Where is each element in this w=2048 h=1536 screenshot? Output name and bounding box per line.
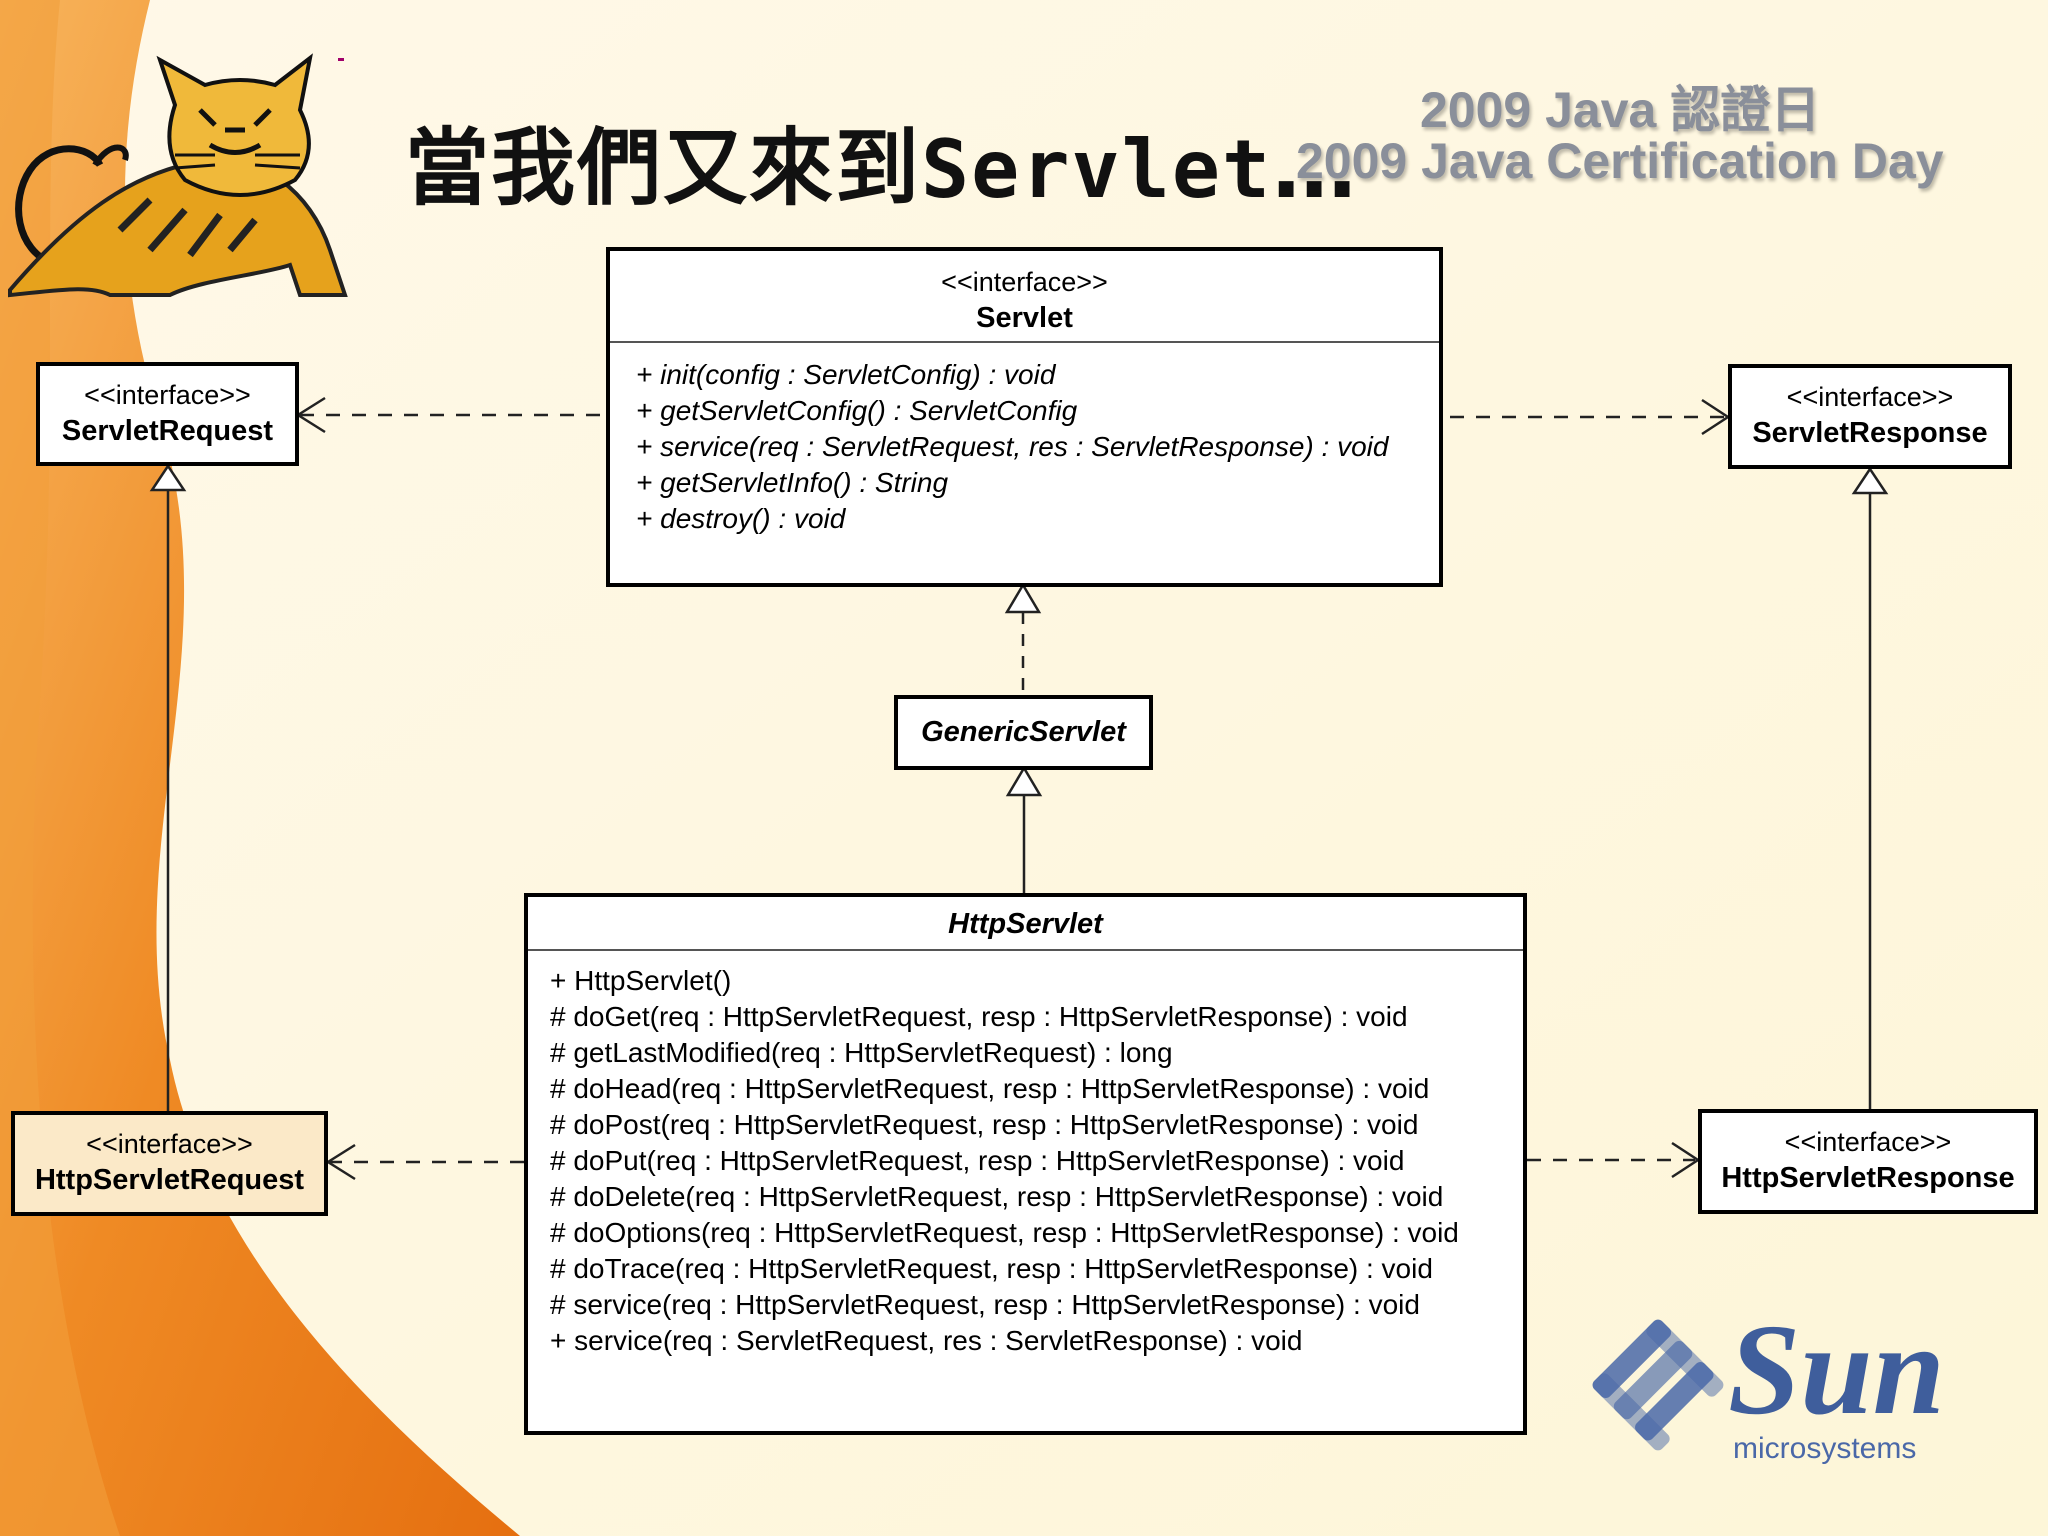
servlet-response-name: ServletResponse <box>1752 417 1988 449</box>
http-servlet-request-name: HttpServletRequest <box>34 1164 305 1196</box>
event-title-zh: 2009 Java 認證日 <box>1420 82 1821 138</box>
sun-logo-subtitle: microsystems <box>1733 1432 1917 1465</box>
http-servlet-separator <box>528 949 1523 951</box>
servlet-request-stereotype: <<interface>> <box>84 380 251 410</box>
http-servlet-response-name: HttpServletResponse <box>1721 1162 2015 1194</box>
http-servlet-op: # doDelete(req : HttpServletRequest, res… <box>550 1181 1444 1212</box>
class-http-servlet[interactable]: HttpServlet + HttpServlet() # doGet(req … <box>524 893 1527 1435</box>
servlet-separator <box>610 341 1439 343</box>
servlet-op: + init(config : ServletConfig) : void <box>636 359 1056 390</box>
class-servlet-request[interactable]: <<interface>> ServletRequest <box>36 362 299 466</box>
servlet-op: + getServletInfo() : String <box>636 467 949 498</box>
triangle-servlet-request <box>149 463 187 492</box>
http-servlet-op: # getLastModified(req : HttpServletReque… <box>550 1037 1173 1068</box>
servlet-op: + destroy() : void <box>636 503 846 534</box>
http-servlet-op: # service(req : HttpServletRequest, resp… <box>550 1289 1420 1320</box>
servlet-request-name: ServletRequest <box>61 415 274 447</box>
http-servlet-op: # doTrace(req : HttpServletRequest, resp… <box>550 1253 1433 1284</box>
http-servlet-op: # doGet(req : HttpServletRequest, resp :… <box>550 1001 1408 1032</box>
http-servlet-op: # doOptions(req : HttpServletRequest, re… <box>550 1217 1459 1248</box>
page-title: 當我們又來到Servlet… <box>405 118 1358 218</box>
sun-logo-icon <box>1592 1319 1724 1451</box>
servlet-operations: + init(config : ServletConfig) : void + … <box>610 343 1439 537</box>
title-code: Servlet <box>921 123 1273 216</box>
http-servlet-op: + HttpServlet() <box>550 965 732 996</box>
class-generic-servlet[interactable]: GenericServlet <box>894 695 1153 770</box>
http-servlet-op: + service(req : ServletRequest, res : Se… <box>550 1325 1303 1356</box>
class-servlet[interactable]: <<interface>> Servlet + init(config : Se… <box>606 247 1443 587</box>
http-servlet-operations: + HttpServlet() # doGet(req : HttpServle… <box>528 951 1523 1359</box>
servlet-stereotype: <<interface>> <box>941 267 1108 297</box>
sun-logo-brand: Sun <box>1728 1298 1945 1442</box>
servlet-op: + getServletConfig() : ServletConfig <box>636 395 1078 426</box>
http-servlet-request-stereotype: <<interface>> <box>86 1129 253 1159</box>
triangle-servlet-response <box>1851 466 1889 495</box>
http-servlet-name: HttpServlet <box>948 908 1103 940</box>
http-servlet-op: # doPost(req : HttpServletRequest, resp … <box>550 1109 1419 1140</box>
servlet-name: Servlet <box>976 302 1073 334</box>
generic-servlet-name: GenericServlet <box>921 716 1126 748</box>
http-servlet-op: # doPut(req : HttpServletRequest, resp :… <box>550 1145 1405 1176</box>
event-title-en: 2009 Java Certification Day <box>1296 133 1944 189</box>
tomcat-logo-mark <box>338 58 344 61</box>
tomcat-logo <box>8 53 348 298</box>
arrowhead-open-left-2 <box>325 1143 356 1181</box>
class-servlet-response[interactable]: <<interface>> ServletResponse <box>1728 364 2012 469</box>
servlet-response-stereotype: <<interface>> <box>1786 382 1954 412</box>
title-ellipsis: … <box>1272 119 1359 217</box>
triangle-servlet <box>1004 582 1042 614</box>
class-http-servlet-response[interactable]: <<interface>> HttpServletResponse <box>1698 1109 2038 1214</box>
class-http-servlet-request[interactable]: <<interface>> HttpServletRequest <box>11 1111 328 1216</box>
triangle-generic-servlet <box>1005 765 1043 797</box>
http-servlet-response-stereotype: <<interface>> <box>1784 1127 1952 1157</box>
http-servlet-op: # doHead(req : HttpServletRequest, resp … <box>550 1073 1430 1104</box>
servlet-op: + service(req : ServletRequest, res : Se… <box>636 431 1389 462</box>
title-cjk: 當我們又來到 <box>405 119 922 217</box>
